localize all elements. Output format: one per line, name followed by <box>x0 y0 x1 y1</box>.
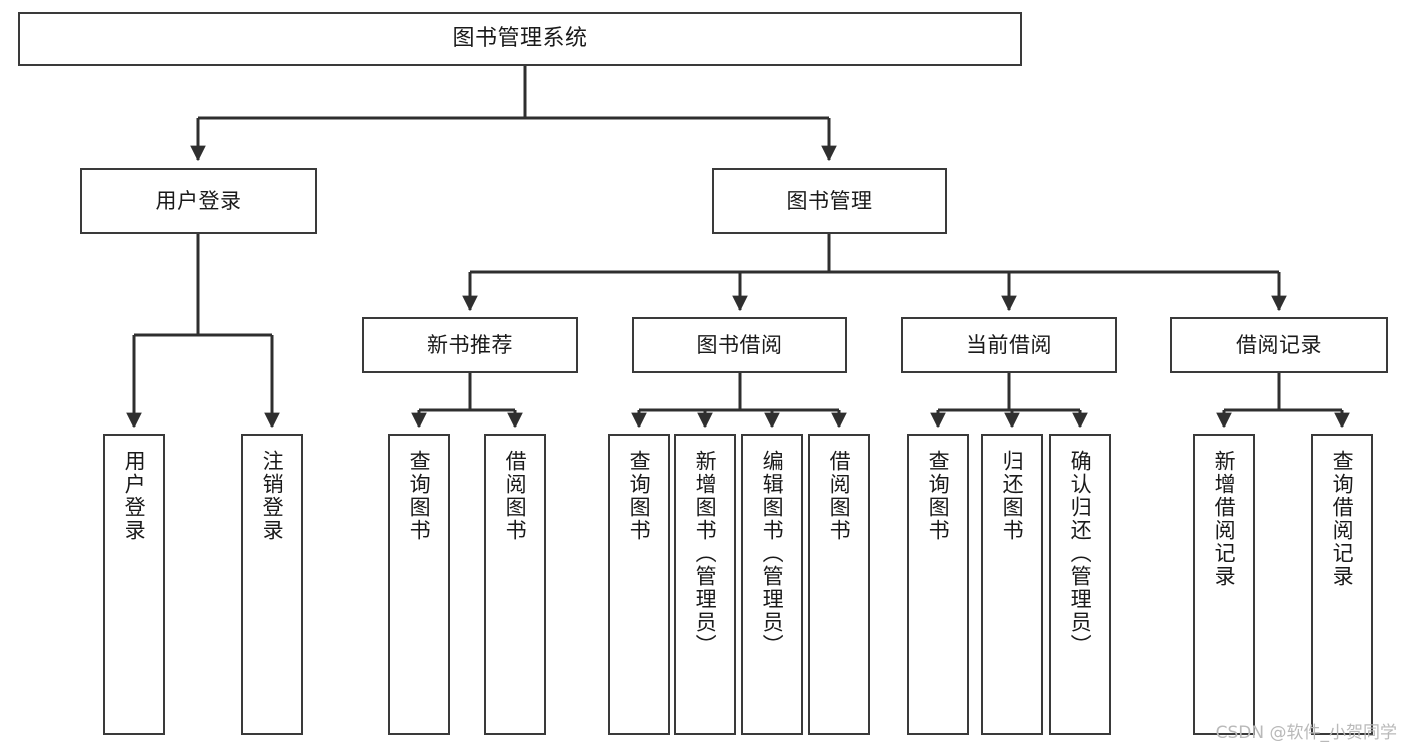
node-label: 查询图书 <box>407 450 432 542</box>
node-label: 图书管理 <box>786 188 873 213</box>
node-new-book-recommend[interactable]: 新书推荐 <box>362 317 578 373</box>
leaf-query-borrow-record[interactable]: 查询借阅记录 <box>1311 434 1373 735</box>
node-book-borrow[interactable]: 图书借阅 <box>632 317 847 373</box>
leaf-edit-book-admin[interactable]: 编辑图书（管理员） <box>741 434 803 735</box>
node-label: 借阅图书 <box>827 450 852 542</box>
leaf-borrow-book-borrow[interactable]: 借阅图书 <box>808 434 870 735</box>
node-label: 图书管理系统 <box>452 26 588 52</box>
node-label: 编辑图书（管理员） <box>760 450 785 657</box>
node-label: 归还图书 <box>1000 450 1025 542</box>
node-label: 查询图书 <box>627 450 652 542</box>
node-label: 新增图书（管理员） <box>693 450 718 657</box>
leaf-borrow-book-recommend[interactable]: 借阅图书 <box>484 434 546 735</box>
leaf-return-book[interactable]: 归还图书 <box>981 434 1043 735</box>
node-label: 图书借阅 <box>696 332 783 357</box>
csdn-watermark: CSDN @软件_小贺同学 <box>1215 723 1397 743</box>
leaf-add-book-admin[interactable]: 新增图书（管理员） <box>674 434 736 735</box>
node-user-login[interactable]: 用户登录 <box>80 168 317 234</box>
leaf-logout-login[interactable]: 注销登录 <box>241 434 303 735</box>
node-label: 查询借阅记录 <box>1330 450 1355 588</box>
node-label: 用户登录 <box>155 188 242 213</box>
leaf-add-borrow-record[interactable]: 新增借阅记录 <box>1193 434 1255 735</box>
leaf-confirm-return-admin[interactable]: 确认归还（管理员） <box>1049 434 1111 735</box>
node-label: 新增借阅记录 <box>1212 450 1237 588</box>
leaf-query-book-borrow[interactable]: 查询图书 <box>608 434 670 735</box>
leaf-query-book-current[interactable]: 查询图书 <box>907 434 969 735</box>
node-label: 借阅记录 <box>1236 332 1322 357</box>
node-current-borrow[interactable]: 当前借阅 <box>901 317 1117 373</box>
node-label: 用户登录 <box>122 450 147 542</box>
node-label: 当前借阅 <box>966 332 1052 357</box>
node-label: 确认归还（管理员） <box>1068 450 1093 657</box>
node-label: 借阅图书 <box>503 450 528 542</box>
node-label: 新书推荐 <box>427 332 513 357</box>
node-label: 查询图书 <box>926 450 951 542</box>
node-label: 注销登录 <box>260 450 285 542</box>
leaf-user-login[interactable]: 用户登录 <box>103 434 165 735</box>
leaf-query-book-recommend[interactable]: 查询图书 <box>388 434 450 735</box>
node-borrow-record[interactable]: 借阅记录 <box>1170 317 1388 373</box>
node-root-system[interactable]: 图书管理系统 <box>18 12 1022 66</box>
node-book-manage[interactable]: 图书管理 <box>712 168 947 234</box>
